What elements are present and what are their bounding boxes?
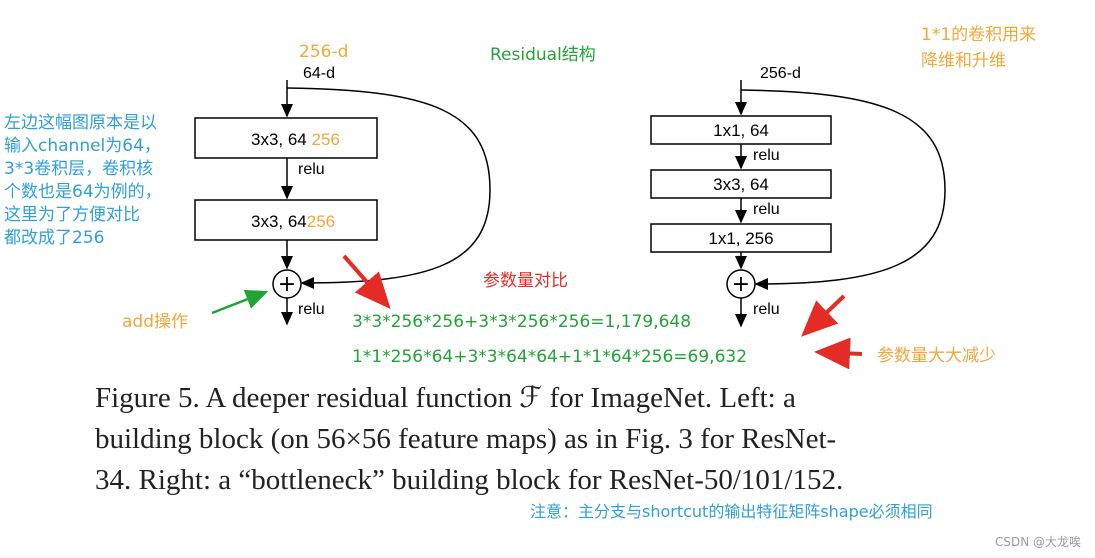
left-note-line: 输入channel为64， [4,136,161,156]
left-conv-box-1-label: 3x3, 64 256 [251,130,340,149]
right-relu-1: relu [753,147,780,164]
caption-line: building block (on 56×56 feature maps) a… [95,423,837,455]
left-conv-box-2-label: 3x3, 64256 [251,212,335,231]
left-plus-icon: + [278,272,296,297]
left-note-line: 个数也是64为例的， [4,182,162,202]
caption-line: 34. Right: a “bottleneck” building block… [95,464,844,496]
left-note: 左边这幅图原本是以 输入channel为64， 3*3卷积层，卷积核 个数也是6… [4,112,204,250]
right-plus-icon: + [732,272,750,297]
red-arrow-left [342,254,391,310]
top-right-note-line1: 1*1的卷积用来 [921,25,1036,45]
params-formula-2: 1*1*256*64+3*3*64*64+1*1*64*256=69,632 [352,347,747,367]
left-note-line: 都改成了256 [4,228,105,248]
params-reduction-note: 参数量大大减少 [877,346,996,366]
left-note-line: 3*3卷积层，卷积核 [4,159,154,179]
left-note-line: 左边这幅图原本是以 [4,113,157,133]
params-formula-1: 3*3*256*256+3*3*256*256=1,179,648 [352,312,691,332]
right-bottleneck-block: 1x1, 64 relu 3x3, 64 relu 1x1, 256 + rel… [650,80,946,328]
right-conv-box-3-label: 1x1, 256 [708,229,773,248]
left-conv-box-1 [194,117,378,159]
left-input-orange-label: 256-d [299,42,348,62]
top-right-note-line2: 降维和升维 [921,51,1006,71]
red-arrow-bottom [814,337,863,370]
right-conv-box-2 [650,169,832,199]
watermark: CSDN @大龙唉 [994,535,1081,549]
add-operation-label: add操作 [122,312,188,332]
right-relu-3: relu [753,301,780,318]
red-arrow-right [801,294,846,337]
params-heading: 参数量对比 [483,271,568,291]
caption-line: Figure 5. A deeper residual function ℱ f… [95,382,796,414]
right-input-label: 256-d [760,65,801,82]
left-input-label: 64-d [303,65,335,82]
left-conv-box-2 [194,199,378,241]
diagram-title: Residual结构 [490,45,596,65]
right-conv-box-3 [650,223,832,253]
right-conv-box-2-label: 3x3, 64 [713,175,769,194]
right-relu-2: relu [753,201,780,218]
bottom-note: 注意：主分支与shortcut的输出特征矩阵shape必须相同 [530,502,933,521]
right-conv-box-1 [650,115,832,145]
figure-caption: Figure 5. A deeper residual function ℱ f… [95,378,1005,501]
left-note-line: 这里为了方便对比 [4,205,140,225]
right-conv-box-1-label: 1x1, 64 [713,121,769,140]
left-building-block: 3x3, 64 256 relu 3x3, 64256 + relu add操作 [122,80,491,332]
left-relu-1: relu [298,161,325,178]
left-relu-2: relu [298,301,325,318]
